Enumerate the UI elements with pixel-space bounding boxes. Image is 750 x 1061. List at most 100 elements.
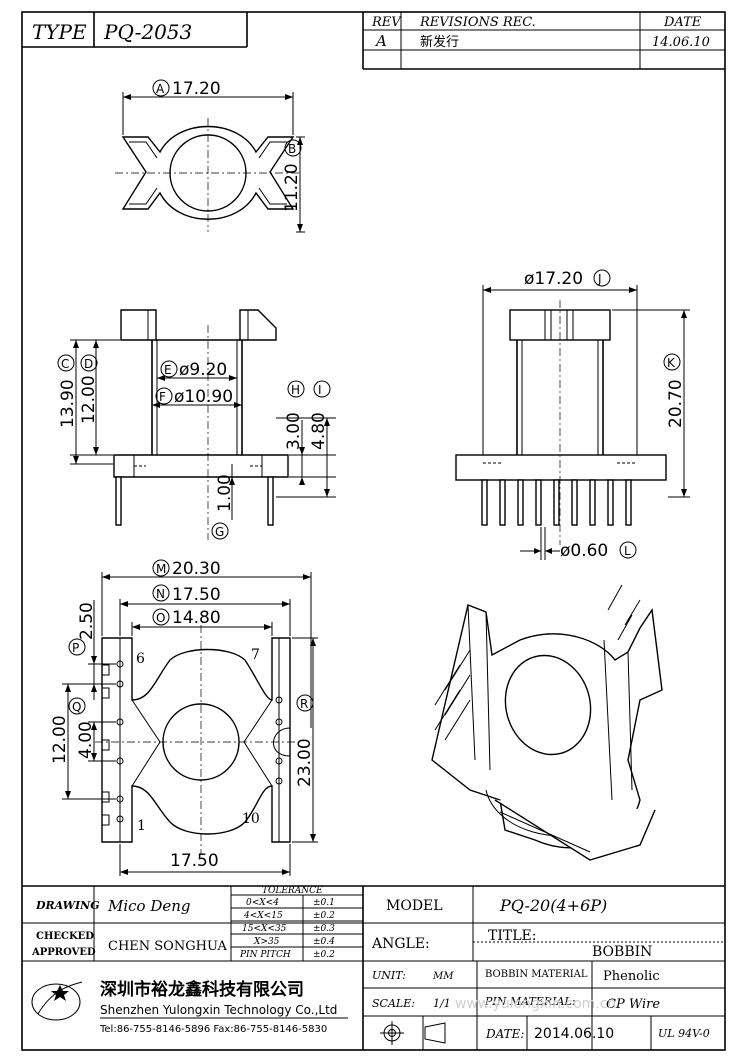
tolerance-value-3: ±0.4 [313,937,335,947]
dim-f-value: ø10.90 [174,387,233,407]
type-value: PQ-2053 [103,20,192,44]
front-view: C D 13.90 12.00 E ø9.20 F ø10.90 H I 3.0… [57,309,336,540]
drawing-value: Mico Deng [107,897,191,915]
pin-number-1: 1 [137,818,146,834]
dim-o-value: 14.80 [172,608,221,628]
revision-date: 14.06.10 [652,35,710,50]
company-name-en: Shenzhen Yulongxin Technology Co.,Ltd [100,1003,337,1017]
pin-number-6: 6 [136,651,145,667]
company-contact: Tel:86-755-8146-5896 Fax:86-755-8146-583… [99,1024,327,1035]
dim-h-value: 3.00 [284,412,304,450]
marker-f: F [159,390,166,404]
dim-m-value: 20.30 [172,559,221,579]
marker-d: D [84,357,93,371]
marker-o: O [156,611,165,625]
type-box: TYPE PQ-2053 [22,12,248,48]
marker-p: P [72,641,79,655]
scale-value: 1/1 [433,997,451,1010]
type-label: TYPE [32,20,87,44]
pin-number-10: 10 [242,811,260,827]
dim-e-value: ø9.20 [179,360,227,380]
dim-l-value: ø0.60 [560,541,608,561]
top-view: A 17.20 B 11.20 [115,79,305,233]
revisions-header: REVISIONS REC. [419,15,536,30]
marker-l: L [624,544,631,558]
dim-c-value: 13.90 [58,379,78,428]
pin-material-value: CP Wire [606,997,660,1012]
sheet-border [21,11,726,1051]
projection-symbol-icon [380,1021,446,1045]
unit-label: UNIT: [372,969,406,982]
revisions-table: REV REVISIONS REC. DATE A 新发行 14.06.10 [362,12,725,70]
dim-p-value: 2.50 [77,602,97,640]
dim-j-value: ø17.20 [524,269,583,289]
date-value: 2014.06.10 [534,1026,614,1042]
tolerance-label: TOLERANCE [262,886,323,896]
pin-number-7: 7 [251,647,260,663]
tolerance-range-2: 15<X<35 [242,924,287,934]
scale-label: SCALE: [372,997,415,1010]
marker-c: C [61,357,69,371]
revision-note: 新发行 [420,34,459,50]
company-logo [31,981,83,1021]
tolerance-value-2: ±0.3 [313,924,335,934]
pin-holes [116,660,283,823]
marker-a: A [156,82,165,96]
marker-e: E [164,363,172,377]
model-label: MODEL [386,898,443,914]
bobbin-material-value: Phenolic [603,969,660,984]
side-pins [481,479,632,526]
rev-header: REV [371,15,402,30]
date-header: DATE [663,15,702,30]
tolerance-range-1: 4<X<15 [243,911,283,921]
tolerance-rows: 0<X<4 ±0.1 4<X<15 ±0.2 15<X<35 ±0.3 X>35… [239,898,335,960]
dim-n-value: 17.50 [172,585,221,605]
unit-value: MM [432,971,454,982]
marker-h: H [291,383,300,397]
marker-b: B [288,142,296,156]
marker-n: N [156,587,165,601]
dim-bottom-value: 17.50 [170,851,219,871]
approved-label: APPROVED [31,947,96,958]
angle-label: ANGLE: [371,936,430,952]
bobbin-material-label: BOBBIN MATERIAL [485,969,588,980]
tolerance-value-4: ±0.2 [313,950,335,960]
dim-q-value: 4.00 [76,721,96,759]
footer-table: DRAWING Mico Deng CHECKED APPROVED CHEN … [22,885,725,1050]
pin-material-label: PIN MATERIAL: [484,995,575,1008]
drawing-label: DRAWING [35,899,100,912]
dim-q-outer-value: 12.00 [50,715,70,764]
marker-k: K [667,356,676,370]
dim-i-value: 4.80 [309,412,329,450]
marker-m: M [156,562,166,576]
title-value: BOBBIN [592,944,652,960]
marker-j: J [597,272,602,286]
ul-value: UL 94V-0 [658,1027,710,1040]
date-label: DATE: [485,1027,524,1041]
tolerance-range-3: X>35 [253,937,280,947]
checked-label: CHECKED [36,931,94,942]
dim-d-value: 12.00 [79,375,99,424]
bottom-view: 6 7 1 10 M 20.30 N 17.50 O 14.80 P 2 [50,559,318,876]
dim-g-value: 1.00 [215,474,235,512]
side-view: ø17.20 J K 20.70 ø0.60 L [455,269,690,561]
isometric-view [431,584,663,861]
tolerance-value-0: ±0.1 [313,898,335,908]
model-value: PQ-20(4+6P) [499,896,607,915]
dim-k-value: 20.70 [666,379,686,428]
approved-value: CHEN SONGHUA [108,939,227,954]
dim-b-value: 11.20 [282,163,302,212]
dim-r-value: 23.00 [295,738,315,787]
watermark: www.yulongxin.com.cn [455,996,616,1012]
marker-g: G [215,525,224,539]
marker-i: I [318,383,322,397]
tolerance-range-0: 0<X<4 [246,898,279,908]
tolerance-value-1: ±0.2 [313,911,335,921]
dim-a-value: 17.20 [172,79,221,99]
tolerance-range-4: PIN PITCH [239,950,291,960]
title-label: TITLE: [488,928,536,944]
marker-r: R [300,697,308,711]
rev-value: A [374,32,387,50]
